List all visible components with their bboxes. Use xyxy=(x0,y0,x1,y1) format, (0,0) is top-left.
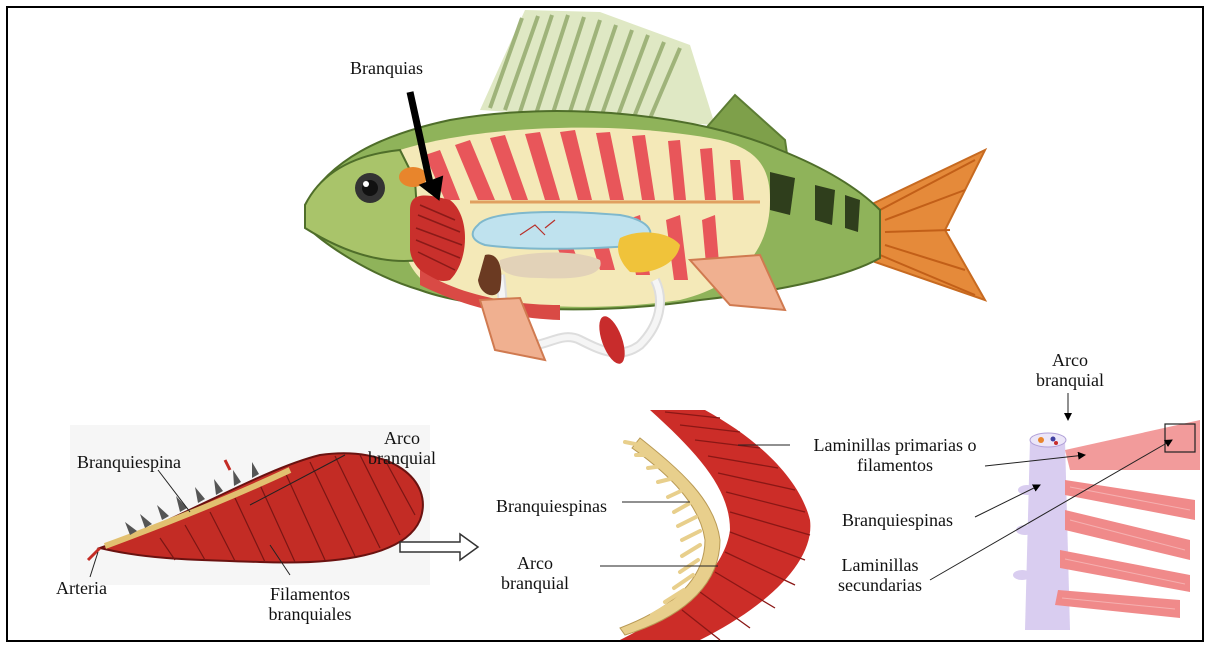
label-filamentos: Filamentos branquiales xyxy=(250,584,370,624)
label-mid-arco-line2: branquial xyxy=(490,573,580,593)
label-left-arco-line2: branquial xyxy=(347,448,457,468)
label-mid-branquiespinas: Branquiespinas xyxy=(496,496,607,516)
label-laminillas-primarias: Laminillas primarias o filamentos xyxy=(795,435,995,475)
label-laminillas-secundarias: Laminillas secundarias xyxy=(820,555,940,595)
label-arteria: Arteria xyxy=(56,578,107,598)
label-mid-arco: Arco branquial xyxy=(490,553,580,593)
label-filamentos-line1: Filamentos xyxy=(250,584,370,604)
fish-head xyxy=(305,150,420,261)
label-filamentos-line2: branquiales xyxy=(250,604,370,624)
label-laminillas-primarias-line1: Laminillas primarias o xyxy=(795,435,995,455)
lamellae-illustration xyxy=(1013,420,1200,630)
tail-fin xyxy=(870,150,985,300)
fish-gills xyxy=(410,196,465,281)
label-laminillas-secundarias-line1: Laminillas xyxy=(820,555,940,575)
dorsal-fin xyxy=(480,10,715,125)
label-right-arco-line1: Arco xyxy=(1015,350,1125,370)
label-right-arco-line2: branquial xyxy=(1015,370,1125,390)
label-left-arco-line1: Arco xyxy=(347,428,457,448)
label-right-arco: Arco branquial xyxy=(1015,350,1125,390)
label-laminillas-primarias-line2: filamentos xyxy=(795,455,995,475)
label-left-arco: Arco branquial xyxy=(347,428,457,468)
label-laminillas-secundarias-line2: secundarias xyxy=(820,575,940,595)
intestine xyxy=(500,253,601,279)
label-branquias: Branquias xyxy=(350,58,423,78)
label-right-branquiespinas: Branquiespinas xyxy=(842,510,953,530)
label-mid-arco-line1: Arco xyxy=(490,553,580,573)
label-branquiespina: Branquiespina xyxy=(77,452,181,472)
